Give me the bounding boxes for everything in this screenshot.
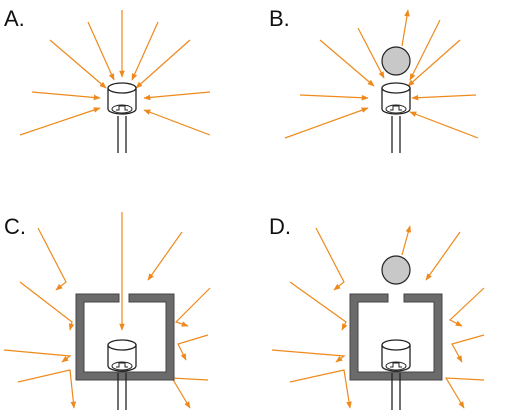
- d-ray-outer-left-2: [289, 281, 348, 331]
- b-blocker-ball: [381, 46, 411, 76]
- c-ray-outer-right-1: [174, 287, 211, 327]
- a-ray-right-low: [143, 109, 211, 136]
- d-ray-deflected: [401, 225, 412, 256]
- b-ray-upper-right: [409, 19, 441, 81]
- b-ray-right-low: [409, 111, 479, 139]
- c-ray-outer-left-3: [3, 349, 72, 363]
- c-cylinder-top: [107, 339, 137, 351]
- c-ray-outer-left-1: [37, 227, 67, 291]
- c-ray-outer-left-4: [17, 369, 77, 409]
- a-detector: [107, 82, 137, 153]
- d-ray-outer-right-3: [444, 377, 485, 409]
- a-cylinder-top: [107, 82, 137, 94]
- c-detector: [107, 339, 137, 410]
- b-ray-right-high: [407, 39, 461, 87]
- b-pulse-icon: [390, 105, 402, 111]
- d-pulse-icon: [390, 362, 402, 368]
- a-ray-left-low: [19, 107, 101, 136]
- d-ray-outer-left-4: [289, 369, 352, 409]
- panel-c-label: C.: [4, 214, 26, 239]
- b-cylinder-top: [381, 82, 411, 94]
- d-cylinder-top: [381, 339, 411, 351]
- b-ray-right: [411, 94, 477, 101]
- b-detector: [381, 82, 411, 153]
- panel-a-label: A.: [4, 6, 25, 31]
- panel-b-label: B.: [269, 6, 290, 31]
- c-ray-outer-right-3: [170, 377, 209, 409]
- b-ray-left-high: [319, 39, 375, 87]
- a-ray-left-high: [49, 39, 107, 89]
- c-shield-housing: [75, 293, 175, 381]
- c-ray-outer-left-2: [19, 281, 75, 331]
- b-ray-left-low: [284, 107, 369, 139]
- a-ray-upper-right: [131, 21, 159, 81]
- c-pulse-icon: [116, 362, 128, 368]
- d-detector: [381, 339, 411, 410]
- d-ray-outer-right-2: [451, 334, 485, 363]
- a-ray-upper-left: [87, 21, 115, 81]
- c-ray-upper-right: [147, 231, 183, 281]
- d-window: [385, 361, 407, 371]
- d-ray-upper-right: [425, 231, 461, 281]
- b-window: [385, 104, 407, 114]
- b-ray-upper-left: [357, 27, 385, 79]
- b-ray-left: [299, 94, 369, 101]
- d-ray-outer-right-1: [448, 287, 485, 327]
- c-ray-outer-right-2: [177, 334, 209, 361]
- a-ray-left: [31, 91, 101, 101]
- d-ray-outer-left-3: [271, 349, 346, 363]
- c-window: [111, 361, 133, 371]
- a-ray-right: [143, 91, 211, 101]
- d-blocker-ball: [381, 255, 411, 285]
- a-window: [111, 104, 133, 114]
- b-ray-deflected: [401, 9, 410, 47]
- panel-d-label: D.: [269, 214, 291, 239]
- a-pulse-icon: [116, 105, 128, 111]
- a-ray-right-high: [135, 39, 191, 89]
- d-ray-outer-left-1: [315, 227, 345, 291]
- d-shield-housing: [349, 293, 443, 381]
